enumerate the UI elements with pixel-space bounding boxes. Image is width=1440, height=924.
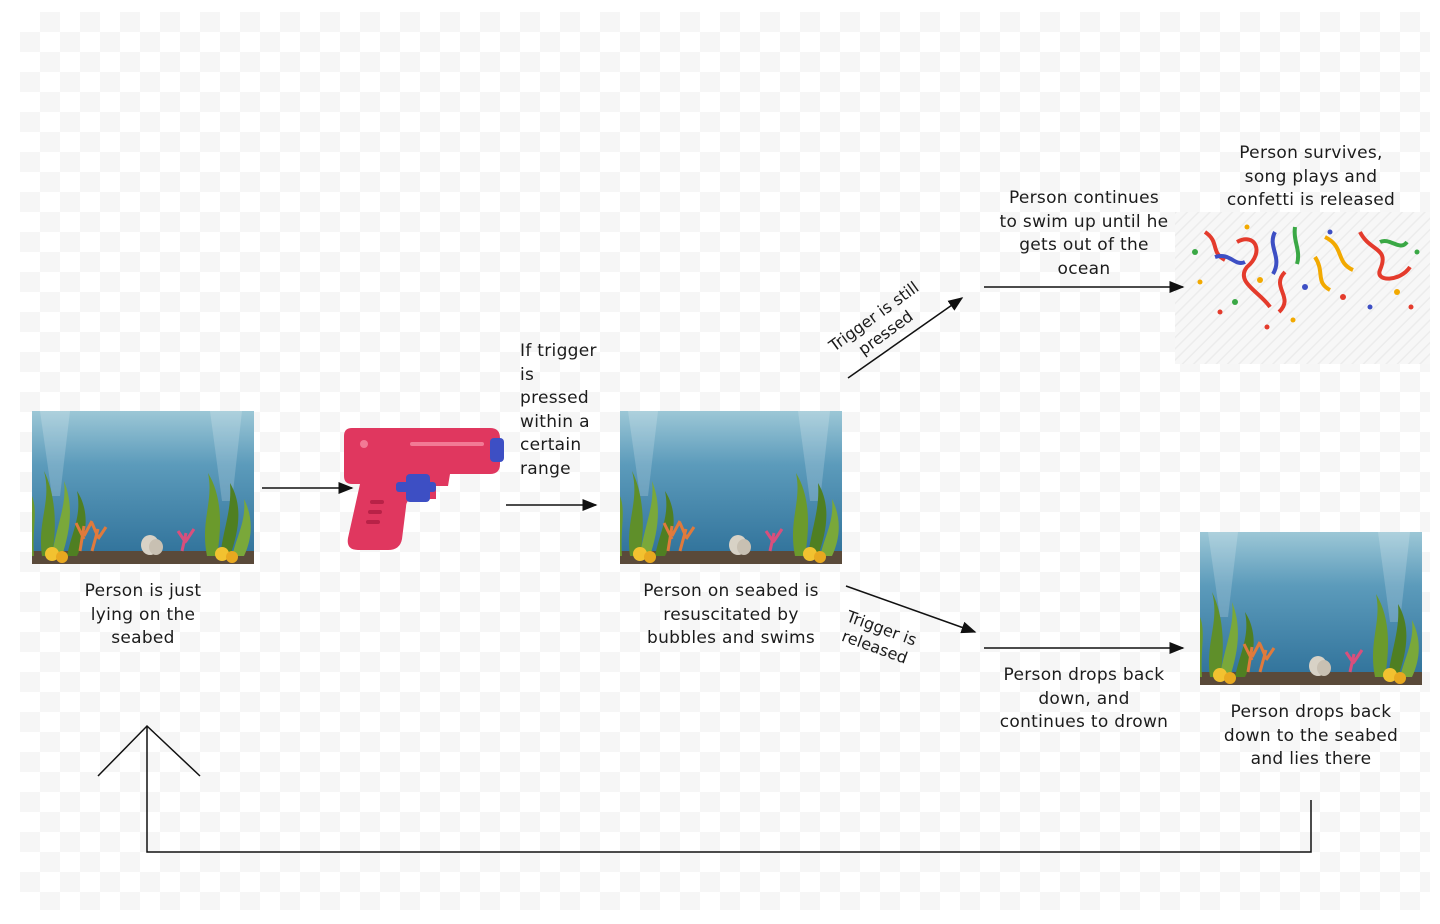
resuscitated-label: Person on seabed is resuscitated by bubb… (643, 581, 819, 648)
confetti-icon (1175, 212, 1430, 364)
loop-back-line (146, 726, 1312, 853)
drops-back-label: Person drops back down, and continues to… (999, 665, 1169, 732)
swim-up-label: Person continues to swim up until he get… (999, 188, 1169, 279)
arrow-still-pressed (847, 297, 964, 379)
survives-label: Person survives, song plays and confetti… (1226, 143, 1396, 210)
lying-label: Person is just lying on the seabed (84, 581, 202, 648)
water-pistol-icon (344, 428, 504, 550)
condition-label: If trigger is pressed within a certain r… (520, 341, 597, 479)
lies-there-label: Person drops back down to the seabed and… (1223, 702, 1399, 769)
loop-back-arrowhead (97, 724, 201, 777)
arrow-released (845, 585, 977, 634)
